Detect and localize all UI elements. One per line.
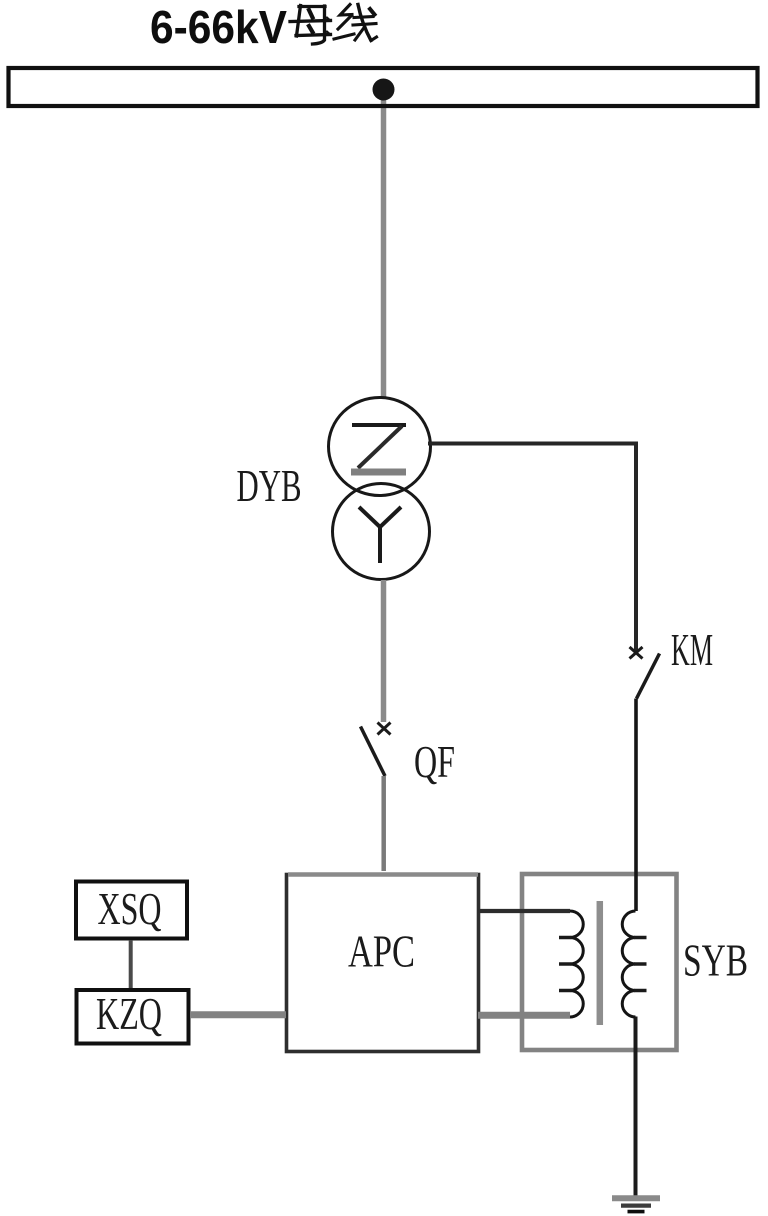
svg-text:DYB: DYB <box>237 460 302 511</box>
svg-text:APC: APC <box>348 926 415 977</box>
svg-text:KM: KM <box>671 624 713 675</box>
svg-text:SYB: SYB <box>683 935 748 986</box>
svg-text:6-66kV: 6-66kV <box>150 1 287 53</box>
svg-text:XSQ: XSQ <box>98 883 162 934</box>
svg-text:QF: QF <box>414 736 455 787</box>
svg-text:KZQ: KZQ <box>96 988 162 1039</box>
